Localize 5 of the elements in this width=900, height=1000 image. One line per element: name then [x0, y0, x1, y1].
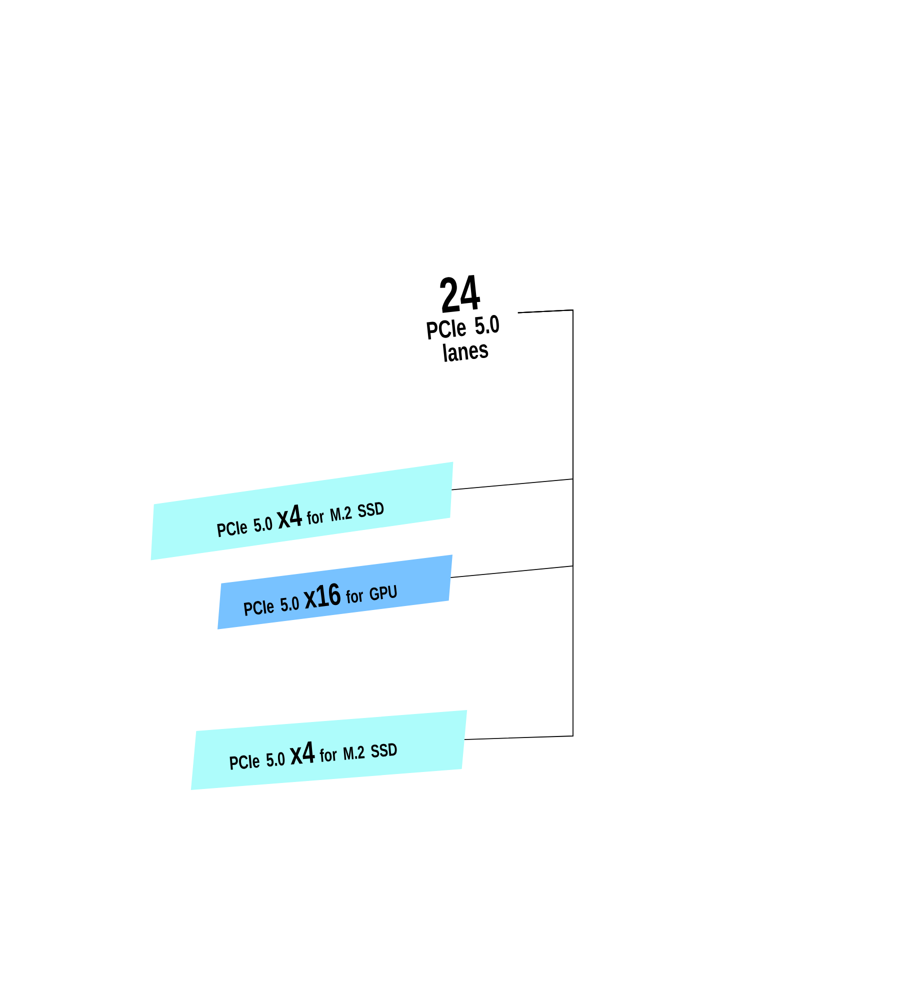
- lane-count-label: 24 PCIe 5.0 lanes: [426, 274, 499, 362]
- band: PCIe 5.0 x16 for GPU: [218, 554, 452, 630]
- band: PCIe 5.0 x4 for M.2 SSD: [150, 462, 454, 560]
- band: PCIe 5.0 x4 for M.2 SSD: [190, 710, 468, 790]
- connector-line: [464, 310, 574, 740]
